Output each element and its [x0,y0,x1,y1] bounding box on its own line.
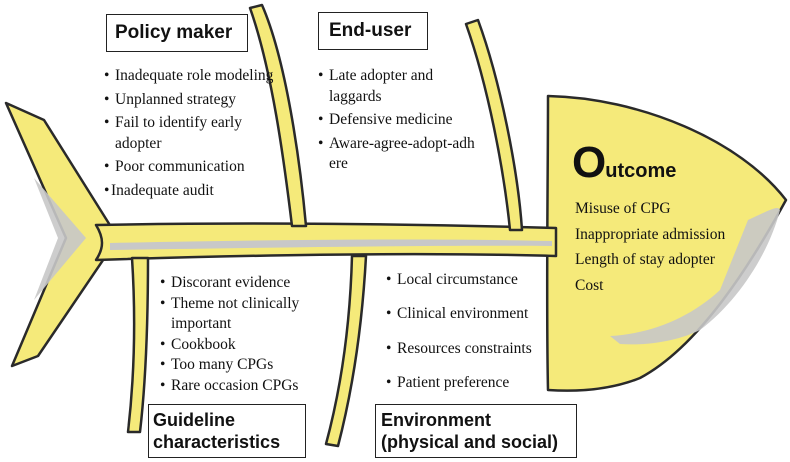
environment-title-line1: Environment [381,410,492,430]
bone-upper-left [248,3,308,228]
end-user-causes: •Late adopter and laggards •Defensive me… [318,66,498,175]
cause-item: •Clinical environment [386,305,529,322]
bone-upper-right [464,18,524,232]
cause-item: •Too many CPGs [160,356,274,373]
outcome-item: Cost [575,276,604,294]
cause-item: •Theme not clinically important [160,294,300,333]
cause-item: •Patient preference [386,374,510,391]
cause-item: •Inadequate audit [104,181,214,199]
cause-item: •Resources constraints [386,340,532,357]
cause-item: •Unplanned strategy [104,90,236,108]
policy-maker-title: Policy maker [115,22,233,43]
tail-shading [34,178,86,300]
cause-item: •Late adopter and laggards [318,67,434,105]
head-shading [610,208,780,345]
bone-lower-right [324,254,368,448]
outcome-item: Length of stay adopter [575,251,715,268]
cause-item: •Rare occasion CPGs [160,376,299,394]
environment-title-line2: (physical and social) [381,432,559,452]
outcome-title-rest: utcome [605,160,677,182]
guideline-characteristics-label: Guideline characteristics [148,404,306,458]
outcome-effects: Misuse of CPG Inappropriate admission Le… [575,196,780,298]
fish-head [545,94,788,392]
outcome-item: Inappropriate admission [575,225,726,243]
cause-item: •Poor communication [104,158,245,175]
cause-item: •Defensive medicine [318,111,453,128]
guideline-causes: •Discorant evidence •Theme not clinicall… [160,273,340,396]
environment-causes: •Local circumstance •Clinical environmen… [386,270,576,393]
end-user-title: End-user [329,20,412,41]
outcome-title: Outcome [572,138,676,188]
environment-label: Environment (physical and social) [375,404,577,458]
guideline-title-line2: characteristics [153,432,281,452]
cause-item: •Local circumstance [386,271,518,288]
guideline-title-line1: Guideline [153,410,236,430]
outcome-title-initial: O [572,138,606,187]
end-user-label: End-user [318,12,428,50]
cause-item: •Cookbook [160,335,236,353]
cause-item: •Fail to identify early adopter [104,114,242,152]
policy-maker-causes: •Inadequate role modeling •Unplanned str… [104,66,294,201]
bone-lower-left [126,256,150,434]
outcome-item: Misuse of CPG [575,200,671,217]
cause-item: •Aware-agree-adopt-adhere [318,134,475,173]
spine-shading [110,239,552,250]
cause-item: •Inadequate role modeling [104,67,274,84]
cause-item: •Discorant evidence [160,274,291,291]
policy-maker-label: Policy maker [106,14,248,52]
